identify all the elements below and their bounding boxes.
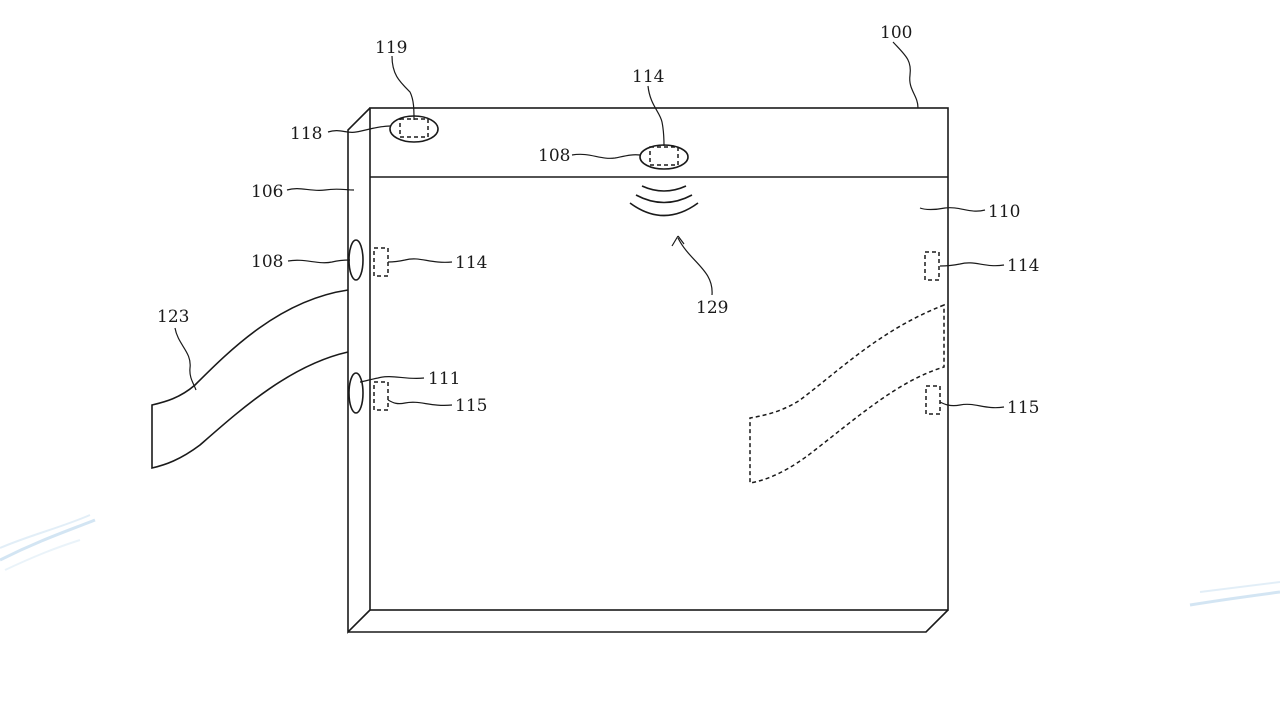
label-center-sensor-inner: 114 [632, 67, 664, 87]
label-cable: 123 [157, 307, 189, 327]
signal-arrow [671, 235, 713, 296]
label-signal: 129 [696, 298, 728, 318]
bottom-bevel [348, 609, 949, 633]
label-front-face: 110 [988, 202, 1020, 222]
right-sensor-upper [924, 251, 940, 281]
center-sensor [639, 144, 689, 170]
device-body [347, 107, 949, 634]
background-streak-left [0, 514, 96, 571]
label-right-upper-sensor: 114 [1007, 256, 1039, 276]
side-panel [347, 107, 371, 634]
label-side-sensor-upper: 108 [251, 252, 283, 272]
label-top-sensor-outer: 118 [290, 124, 322, 144]
label-side-sensor-lower-inner: 115 [455, 396, 487, 416]
label-device: 100 [880, 23, 912, 43]
side-sensor-upper [348, 239, 389, 281]
right-sensor-lower [925, 385, 941, 415]
cable [151, 289, 349, 470]
side-sensor-lower [348, 372, 389, 414]
cable-hidden [749, 303, 945, 484]
front-face [369, 107, 949, 611]
label-center-sensor: 108 [538, 146, 570, 166]
label-side-sensor-upper-inner: 114 [455, 253, 487, 273]
background-streak-right [1189, 581, 1280, 607]
signal-wave-icon [629, 185, 699, 217]
label-right-lower-sensor: 115 [1007, 398, 1039, 418]
leader-lines [174, 41, 1005, 409]
label-side-sensor-lower: 111 [428, 369, 460, 389]
label-side-panel: 106 [251, 182, 283, 202]
label-top-sensor-inner: 119 [375, 38, 407, 58]
